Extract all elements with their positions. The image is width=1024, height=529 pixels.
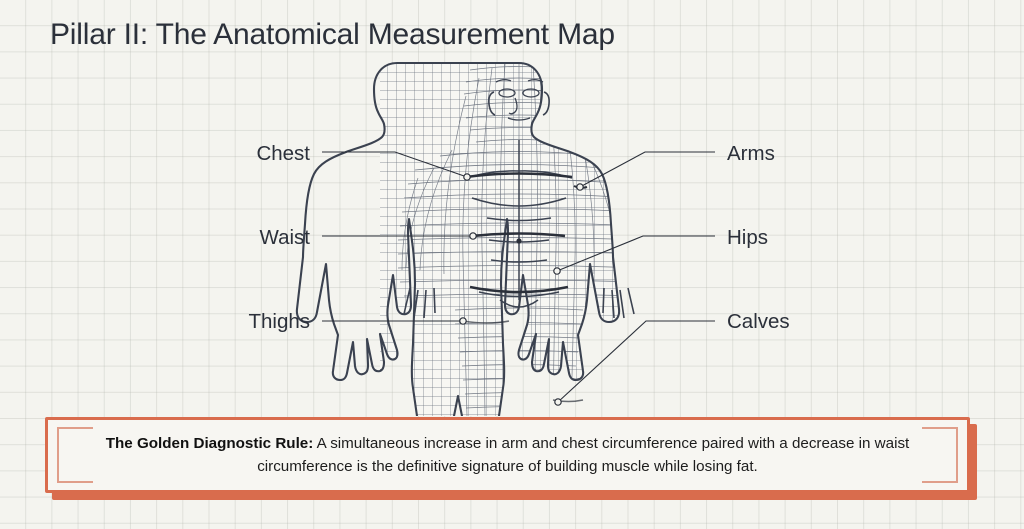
label-callout-hips: Hips xyxy=(553,226,768,275)
label-thighs: Thighs xyxy=(248,310,310,333)
label-callout-waist: Waist xyxy=(260,226,477,249)
leader-marker-thighs xyxy=(459,317,467,325)
page-title: Pillar II: The Anatomical Measurement Ma… xyxy=(50,18,615,51)
golden-rule-callout: The Golden Diagnostic Rule: A simultaneo… xyxy=(45,417,970,493)
leader-line-hips xyxy=(556,235,715,272)
face-detail xyxy=(495,79,544,121)
hand-detail xyxy=(403,287,635,319)
leader-line-arms xyxy=(579,151,715,188)
corner-bracket-bottom-right xyxy=(922,437,958,483)
corner-bracket-bottom-left xyxy=(57,437,93,483)
callout-lead: The Golden Diagnostic Rule: xyxy=(105,435,314,452)
leader-marker-calves xyxy=(554,398,562,406)
leader-line-chest xyxy=(322,151,468,178)
leader-marker-arms xyxy=(576,183,584,191)
callout-text: The Golden Diagnostic Rule: A simultaneo… xyxy=(98,432,917,478)
leader-marker-chest xyxy=(463,173,471,181)
label-callout-chest: Chest xyxy=(256,142,471,181)
label-waist: Waist xyxy=(260,226,311,249)
label-callout-calves: Calves xyxy=(554,310,790,406)
leader-marker-hips xyxy=(553,267,561,275)
callout-body: A simultaneous increase in arm and chest… xyxy=(257,435,910,475)
label-chest: Chest xyxy=(256,142,310,165)
label-calves: Calves xyxy=(727,310,790,333)
label-callout-thighs: Thighs xyxy=(248,310,467,333)
label-hips: Hips xyxy=(727,226,768,249)
leader-line-calves xyxy=(557,320,715,403)
leader-marker-waist xyxy=(469,232,477,240)
measurement-bands xyxy=(462,172,588,403)
label-arms: Arms xyxy=(727,142,775,165)
label-callout-arms: Arms xyxy=(576,142,775,191)
